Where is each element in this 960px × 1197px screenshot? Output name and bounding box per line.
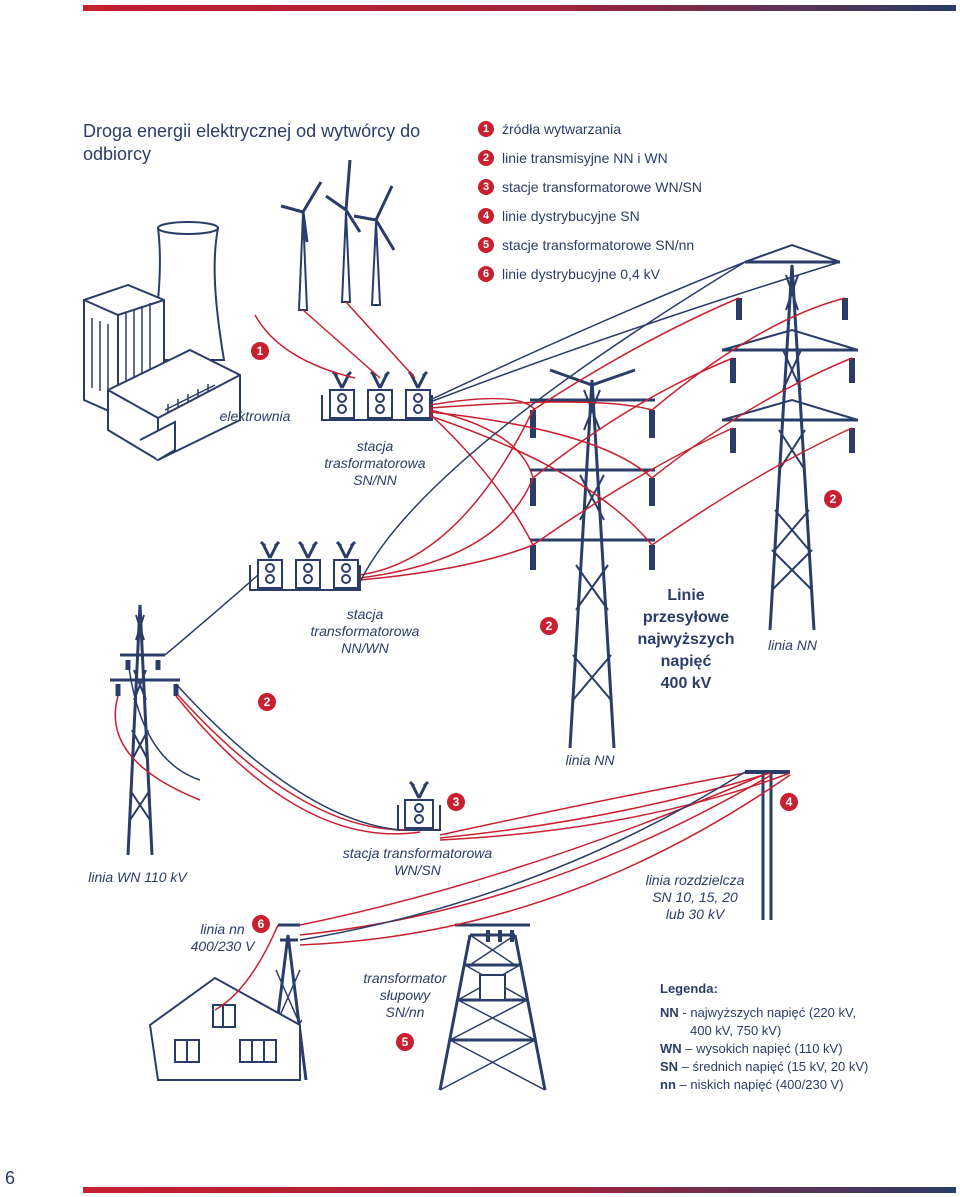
legend-item-6: 6 linie dystrybucyjne 0,4 kV <box>478 264 660 284</box>
legenda-sn: SN – średnich napięć (15 kV, 20 kV) <box>660 1058 868 1076</box>
diagram-badge-6: 6 <box>252 915 270 933</box>
label-line: transformator <box>363 970 447 986</box>
label-line: stacja <box>346 606 384 622</box>
transformer-station-sn-nn <box>321 370 433 421</box>
transformer-station-nn-wn <box>249 540 361 591</box>
diagram-badge-2-right: 2 <box>824 490 842 508</box>
legenda-text: – średnich napięć (15 kV, 20 kV) <box>678 1059 869 1074</box>
badge-1: 1 <box>478 121 494 137</box>
label-stacja-nn-wn: stacja transformatorowa NN/WN <box>295 606 435 657</box>
legenda-key: NN <box>660 1005 679 1020</box>
legend-label: linie dystrybucyjne SN <box>502 208 640 224</box>
label-elektrownia: elektrownia <box>219 408 291 424</box>
legend-item-4: 4 linie dystrybucyjne SN <box>478 206 640 226</box>
legend-item-2: 2 linie transmisyjne NN i WN <box>478 148 668 168</box>
label-stacja-sn-nn: stacja trasformatorowa SN/NN <box>305 438 445 489</box>
red-wires <box>114 297 853 1011</box>
legenda-key: SN <box>660 1059 679 1074</box>
diagram-badge-4: 4 <box>780 793 798 811</box>
tower-400kv-center <box>530 368 655 749</box>
label-linia-nn-center: linia NN <box>565 752 615 768</box>
legenda-key: nn <box>660 1077 676 1092</box>
tower-110kv-left <box>110 604 180 856</box>
bottom-accent-bar <box>83 1187 956 1193</box>
legend-label: linie transmisyjne NN i WN <box>502 150 668 166</box>
badge-5: 5 <box>478 237 494 253</box>
label-linia-nn-small: linia nn 400/230 V <box>185 921 260 955</box>
label-line: lub 30 kV <box>665 906 725 922</box>
legend-label: linie dystrybucyjne 0,4 kV <box>502 266 660 282</box>
legenda-text: – wysokich napięć (110 kV) <box>681 1041 843 1056</box>
label-line: najwyższych <box>637 631 735 648</box>
label-line: 400 kV <box>660 675 712 692</box>
pole-sn <box>745 770 790 920</box>
legenda-nn-cont: 400 kV, 750 kV) <box>690 1023 782 1038</box>
diagram-badge-1: 1 <box>251 342 269 360</box>
legenda-nn-low: nn – niskich napięć (400/230 V) <box>660 1076 868 1094</box>
house <box>148 976 301 1081</box>
page-title: Droga energii elektrycznej od wytwórcy d… <box>83 121 421 164</box>
label-line: transformatorowa <box>310 623 420 639</box>
legend-item-1: 1 źródła wytwarzania <box>478 119 621 139</box>
label-line: stacja <box>356 438 394 454</box>
label-line: stacja transformatorowa <box>342 845 493 861</box>
label-line: trasformatorowa <box>324 455 426 471</box>
badge-6: 6 <box>478 266 494 282</box>
legend-item-3: 3 stacje transformatorowe WN/SN <box>478 177 702 197</box>
legenda-key: WN <box>660 1041 682 1056</box>
legenda-wn: WN – wysokich napięć (110 kV) <box>660 1040 868 1058</box>
legenda-heading: Legenda: <box>660 981 718 996</box>
label-line: przesyłowe <box>642 609 730 626</box>
transformer-pole <box>438 923 547 1091</box>
page-number: 6 <box>5 1168 16 1188</box>
badge-2: 2 <box>478 150 494 166</box>
label-line: słupowy <box>379 987 431 1003</box>
power-plant <box>83 283 241 462</box>
cooling-tower <box>148 221 226 361</box>
legend-label: stacje transformatorowe WN/SN <box>502 179 702 195</box>
label-line: SN/nn <box>385 1004 425 1020</box>
label-line: linia rozdzielcza <box>645 872 745 888</box>
legend-label: stacje transformatorowe SN/nn <box>502 237 695 253</box>
top-accent-bar <box>83 5 956 11</box>
wind-turbines <box>280 159 396 311</box>
tower-400kv-right <box>721 243 859 631</box>
legend-item-5: 5 stacje transformatorowe SN/nn <box>478 235 694 255</box>
diagram-badge-2-left: 2 <box>258 693 276 711</box>
label-line: NN/WN <box>341 640 389 656</box>
diagram-badge-2-center: 2 <box>540 617 558 635</box>
diagram-badge-5: 5 <box>396 1033 414 1051</box>
label-line: napięć <box>660 653 712 670</box>
badge-3: 3 <box>478 179 494 195</box>
label-line: SN 10, 15, 20 <box>652 889 738 905</box>
label-stacja-wn-sn: stacja transformatorowa WN/SN <box>330 845 505 879</box>
label-linie-przesylowe: Linie przesyłowe najwyższych napięć 400 … <box>626 585 746 695</box>
label-line: 400/230 V <box>190 938 255 954</box>
label-transformator-slupowy: transformator słupowy SN/nn <box>350 970 460 1021</box>
legend-label: źródła wytwarzania <box>502 121 622 137</box>
legenda-text: – niskich napięć (400/230 V) <box>675 1077 844 1092</box>
legenda-nn: NN - najwyższych napięć (220 kV, <box>660 1004 868 1022</box>
legenda: Legenda: NN - najwyższych napięć (220 kV… <box>660 980 868 1094</box>
label-line: linia nn <box>200 921 245 937</box>
label-line: SN/NN <box>353 472 397 488</box>
badge-4: 4 <box>478 208 494 224</box>
label-linia-wn: linia WN 110 kV <box>88 869 187 885</box>
diagram-badge-3: 3 <box>447 793 465 811</box>
label-line: Linie <box>667 587 705 604</box>
legenda-text: - najwyższych napięć (220 kV, <box>678 1005 857 1020</box>
label-linia-rozdzielcza: linia rozdzielcza SN 10, 15, 20 lub 30 k… <box>630 872 760 923</box>
label-line: WN/SN <box>394 862 441 878</box>
transformer-station-wn-sn <box>397 780 441 831</box>
navy-wires <box>127 261 841 941</box>
label-linia-nn-right: linia NN <box>767 637 817 653</box>
